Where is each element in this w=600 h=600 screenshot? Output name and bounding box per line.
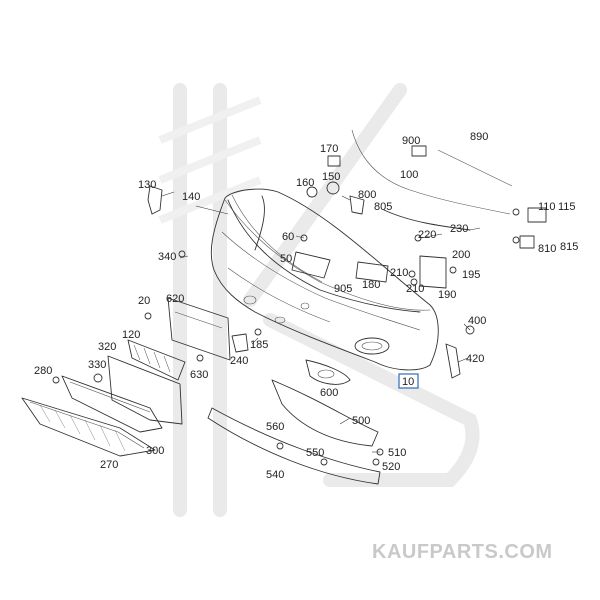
callout-10[interactable]: 10	[402, 376, 414, 388]
watermark-text: KAUFPARTS.COM	[372, 541, 553, 563]
callout-labels: 20 50 60 100 110 115 120 130 140 150 160…	[34, 131, 578, 481]
bracket-right[interactable]	[445, 343, 461, 379]
callout-60[interactable]: 60	[282, 231, 294, 243]
callout-120[interactable]: 120	[122, 329, 140, 341]
callout-130[interactable]: 130	[138, 179, 156, 191]
watermark-logo	[158, 83, 480, 517]
callout-320[interactable]: 320	[98, 341, 116, 353]
lower-grille[interactable]	[21, 397, 156, 457]
callout-520[interactable]: 520	[382, 461, 400, 473]
callout-550[interactable]: 550	[306, 447, 324, 459]
callout-115[interactable]: 115	[558, 201, 576, 213]
control-units[interactable]	[291, 207, 547, 289]
callout-210-b[interactable]: 210	[406, 283, 424, 295]
callout-280[interactable]: 280	[34, 365, 52, 377]
bumper-cover[interactable]	[210, 188, 439, 371]
callout-10-box[interactable]	[398, 373, 419, 389]
callout-600[interactable]: 600	[320, 387, 338, 399]
wiring-harness[interactable]	[351, 129, 513, 231]
sensor-holders[interactable]	[306, 155, 365, 215]
bracket-left[interactable]	[147, 185, 163, 215]
callout-540[interactable]: 540	[266, 469, 284, 481]
callout-340[interactable]: 340	[158, 251, 176, 263]
callout-560[interactable]: 560	[266, 421, 284, 433]
callout-200[interactable]: 200	[452, 249, 470, 261]
callout-110[interactable]: 110	[538, 201, 556, 213]
front-spoiler[interactable]	[207, 407, 381, 485]
tow-hook-cover[interactable]	[231, 333, 249, 353]
callout-100[interactable]: 100	[400, 169, 418, 181]
callout-330[interactable]: 330	[88, 359, 106, 371]
mesh-insert[interactable]	[127, 339, 186, 381]
callout-810[interactable]: 810	[538, 243, 556, 255]
callout-500[interactable]: 500	[352, 415, 370, 427]
callout-800[interactable]: 800	[358, 189, 376, 201]
callout-905[interactable]: 905	[334, 283, 352, 295]
grille-frame[interactable]	[107, 355, 183, 425]
fog-lamp-trim[interactable]	[305, 359, 351, 385]
callout-220[interactable]: 220	[418, 229, 436, 241]
callout-160[interactable]: 160	[296, 177, 314, 189]
callout-230[interactable]: 230	[450, 223, 468, 235]
callout-620[interactable]: 620	[166, 293, 184, 305]
callout-170[interactable]: 170	[320, 143, 338, 155]
callout-195[interactable]: 195	[462, 269, 480, 281]
upper-grille[interactable]	[61, 375, 163, 433]
callout-20[interactable]: 20	[138, 295, 150, 307]
callout-300[interactable]: 300	[146, 445, 164, 457]
callout-630[interactable]: 630	[190, 369, 208, 381]
license-plate-holder[interactable]	[167, 297, 231, 361]
callout-240[interactable]: 240	[230, 355, 248, 367]
underbody-panel[interactable]	[271, 379, 379, 447]
callout-140[interactable]: 140	[182, 191, 200, 203]
callout-210-a[interactable]: 210	[390, 267, 408, 279]
callout-185[interactable]: 185	[250, 339, 268, 351]
callout-805[interactable]: 805	[374, 201, 392, 213]
callout-890[interactable]: 890	[470, 131, 488, 143]
callout-180[interactable]: 180	[362, 279, 380, 291]
callout-815[interactable]: 815	[560, 241, 578, 253]
callout-150[interactable]: 150	[322, 171, 340, 183]
callout-900[interactable]: 900	[402, 135, 420, 147]
callout-420[interactable]: 420	[466, 353, 484, 365]
leader-lines	[161, 191, 481, 453]
fasteners	[52, 208, 520, 466]
callout-270[interactable]: 270	[100, 459, 118, 471]
callout-400[interactable]: 400	[468, 315, 486, 327]
callout-190[interactable]: 190	[438, 289, 456, 301]
callout-50[interactable]: 50	[280, 253, 292, 265]
callout-510[interactable]: 510	[388, 447, 406, 459]
